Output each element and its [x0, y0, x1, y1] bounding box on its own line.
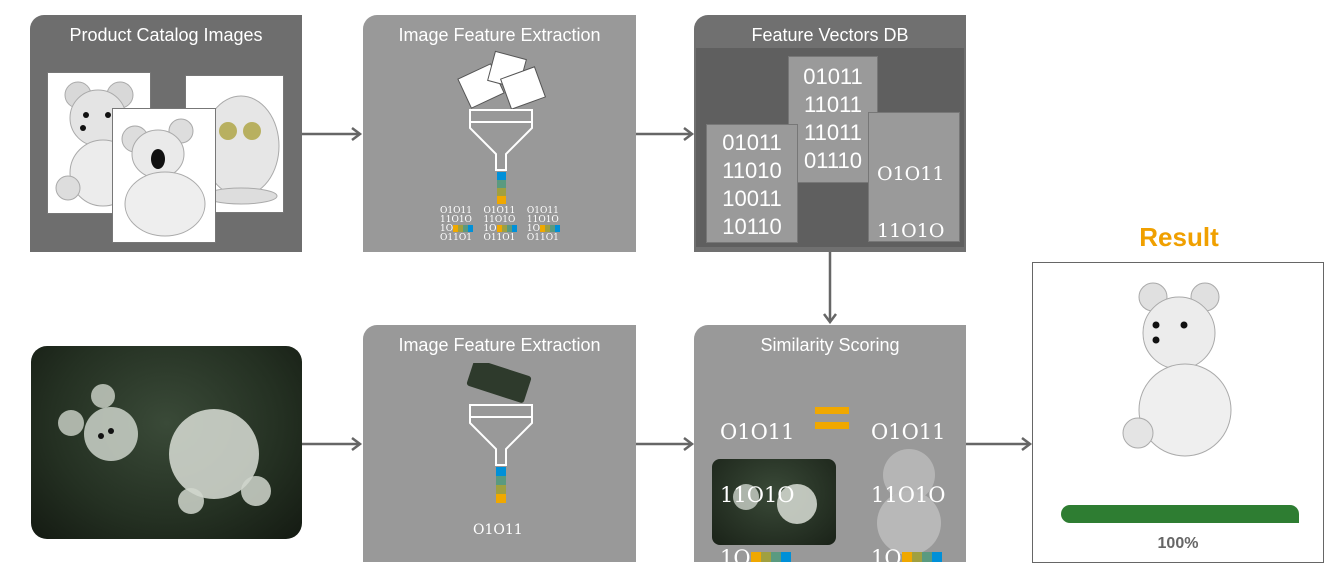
arrow-db-to-similarity	[823, 252, 837, 325]
query-vector-code: O1O11 11O1O 1O O11O1	[720, 380, 795, 562]
result-crystal-bear-icon	[1122, 282, 1232, 457]
funnel-icon	[469, 404, 533, 503]
arrow-extract-to-similarity	[636, 437, 695, 451]
query-image-small	[712, 459, 836, 545]
query-image	[31, 346, 302, 539]
feature-chips	[901, 551, 942, 562]
result-box: 100%	[1032, 262, 1324, 563]
feature-vectors-db-title: Feature Vectors DB	[751, 25, 909, 45]
catalog-images-title: Product Catalog Images	[69, 25, 263, 45]
catalog-images-stack-icon	[457, 50, 547, 110]
feature-extraction-box-bottom: Image Feature Extraction O1O11 11O1O 1O …	[363, 325, 636, 562]
feature-chips	[496, 225, 517, 232]
feature-chips	[539, 225, 560, 232]
feature-chips	[453, 225, 474, 232]
arrow-extract-to-db	[636, 127, 695, 141]
arrow-similarity-to-result	[966, 437, 1033, 451]
matched-bear-faded-icon	[877, 449, 941, 555]
similarity-score-label: 100%	[1157, 535, 1199, 552]
feature-chips	[750, 551, 791, 562]
vector-code: O1O11 11O1O 1O O11O1	[473, 522, 523, 538]
arrow-catalog-to-extract	[302, 127, 363, 141]
arrow-query-to-extract	[302, 437, 363, 451]
catalog-images-box: Product Catalog Images	[30, 15, 302, 252]
equals-icon	[815, 407, 849, 429]
feature-extraction-title-bottom: Image Feature Extraction	[398, 335, 601, 355]
feature-vectors-db-box: Feature Vectors DB 01011 11011 11011 011…	[694, 15, 966, 252]
similarity-score-fill	[1061, 505, 1299, 523]
catalog-image-koala	[112, 108, 216, 243]
similarity-score-bar	[1061, 505, 1299, 523]
similarity-scoring-title: Similarity Scoring	[760, 335, 900, 355]
db-vector-card-bear: 01011 11011 11011 01110	[788, 56, 878, 183]
crystal-koala-icon	[121, 118, 206, 237]
db-vector-card-koala: 01011 11010 10011 10110	[706, 124, 798, 243]
db-vector-card-owl: O1O11 11O1O 1O O11O1	[868, 112, 960, 242]
similarity-scoring-box: Similarity Scoring O1O11 11O1O 1O O11O1 …	[694, 325, 966, 562]
result-title: Result	[1139, 222, 1219, 252]
db-storage-area: 01011 11011 11011 01110 01011 11010 1001…	[696, 48, 964, 247]
feature-extraction-title-top: Image Feature Extraction	[398, 25, 601, 45]
query-image-thumbnail-icon	[466, 363, 532, 403]
db-vector-code: O1O11 11O1O 1O O11O1	[871, 380, 946, 562]
funnel-icon	[469, 109, 533, 204]
crystal-bears-photo-icon	[58, 384, 271, 514]
crystal-bears-photo-icon	[733, 484, 817, 524]
